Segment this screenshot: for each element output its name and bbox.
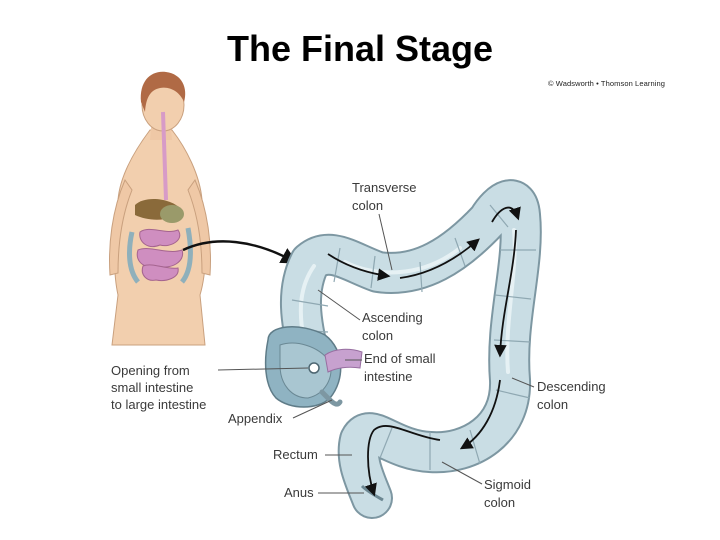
appendix: [319, 389, 343, 407]
slide-title: The Final Stage: [226, 28, 494, 69]
leader-appendix: [292, 399, 333, 419]
left-arm: [109, 178, 133, 276]
label-anus: Anus: [284, 485, 314, 500]
label-line: Anus: [284, 485, 314, 500]
flow-arrow-descending: [494, 229, 517, 358]
label-line: colon: [537, 397, 568, 412]
cecum-interior: [279, 342, 332, 399]
flow-arrow-hepatic: [491, 206, 521, 223]
label-descending-colon: Descending colon: [537, 379, 609, 412]
label-line: Rectum: [273, 447, 318, 462]
label-line: intestine: [364, 369, 412, 384]
leader-transverse: [378, 213, 393, 271]
label-line: Ascending: [362, 310, 423, 325]
label-line: Descending: [537, 379, 606, 394]
label-line: colon: [352, 198, 383, 213]
copyright-credit: © Wadsworth • Thomson Learning: [548, 79, 666, 88]
flow-arrow-sigmoid: [459, 379, 501, 450]
leader-sigmoid: [441, 461, 483, 485]
human-figure: [109, 71, 211, 346]
right-arm: [187, 178, 211, 276]
haustra-bands: [289, 204, 536, 470]
esophagus: [161, 111, 168, 201]
label-line: Transverse: [352, 180, 417, 195]
label-appendix: Appendix: [228, 411, 283, 426]
flow-arrows: [327, 206, 521, 497]
label-line: colon: [362, 328, 393, 343]
flow-arrow-transverse: [327, 253, 391, 281]
label-rectum: Rectum: [273, 447, 318, 462]
label-line: to large intestine: [111, 397, 206, 412]
stomach: [160, 205, 184, 223]
label-sigmoid-colon: Sigmoid colon: [484, 477, 535, 510]
flow-arrow-transverse-2: [399, 238, 480, 279]
enlargement-arrow: [182, 240, 298, 264]
leader-opening: [217, 367, 309, 371]
end-of-small-intestine: [324, 348, 363, 373]
label-opening: Opening from small intestine to large in…: [111, 363, 206, 412]
label-line: Opening from: [111, 363, 190, 378]
label-line: Appendix: [228, 411, 283, 426]
leader-ascending: [317, 289, 361, 321]
label-line: small intestine: [111, 380, 193, 395]
flow-arrow-sigmoid-2: [364, 425, 441, 497]
label-transverse-colon: Transverse colon: [352, 180, 420, 213]
label-line: colon: [484, 495, 515, 510]
label-end-of-small-intestine: End of small intestine: [364, 351, 439, 384]
leader-descending: [511, 377, 535, 388]
label-line: Sigmoid: [484, 477, 531, 492]
hair: [140, 71, 186, 112]
label-line: End of small: [364, 351, 436, 366]
leader-lines: [217, 213, 535, 494]
label-ascending-colon: Ascending colon: [362, 310, 426, 343]
ileocecal-opening: [308, 362, 320, 374]
small-intestine-coils: [127, 227, 193, 284]
